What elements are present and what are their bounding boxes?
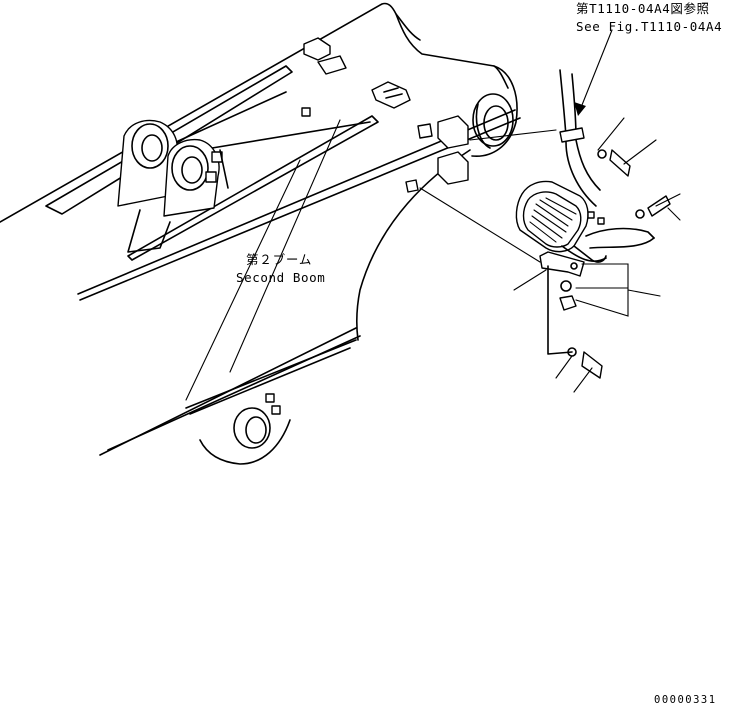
reference-en: See Fig.T1110-04A4: [576, 19, 722, 34]
bolt-bottom: [581, 351, 603, 379]
washer-side: [635, 209, 645, 219]
washer-top: [597, 149, 607, 159]
grommet-part: [417, 123, 433, 139]
boom-label: 第２ブーム Second Boom: [236, 252, 325, 285]
figure-number: 00000331: [654, 694, 717, 706]
boom-label-en: Second Boom: [236, 270, 325, 285]
second-boom: [0, 2, 521, 465]
washer-mid: [560, 280, 572, 292]
mounting-bracket: [539, 251, 585, 277]
figure-reference: 第T1110-04A4図参照 See Fig.T1110-04A4: [576, 1, 722, 34]
reference-jp: 第T1110-04A4図参照: [576, 1, 710, 16]
nut-part: [405, 179, 419, 193]
work-lamp-assembly: [405, 29, 681, 393]
bolt-side: [647, 195, 671, 217]
nut-mid: [559, 295, 577, 311]
bolt-top: [609, 149, 631, 177]
boom-label-jp: 第２ブーム: [246, 252, 312, 267]
clamp-block-lower: [437, 151, 469, 185]
clamp-block-upper: [437, 115, 469, 149]
harness-clamp: [559, 127, 585, 143]
